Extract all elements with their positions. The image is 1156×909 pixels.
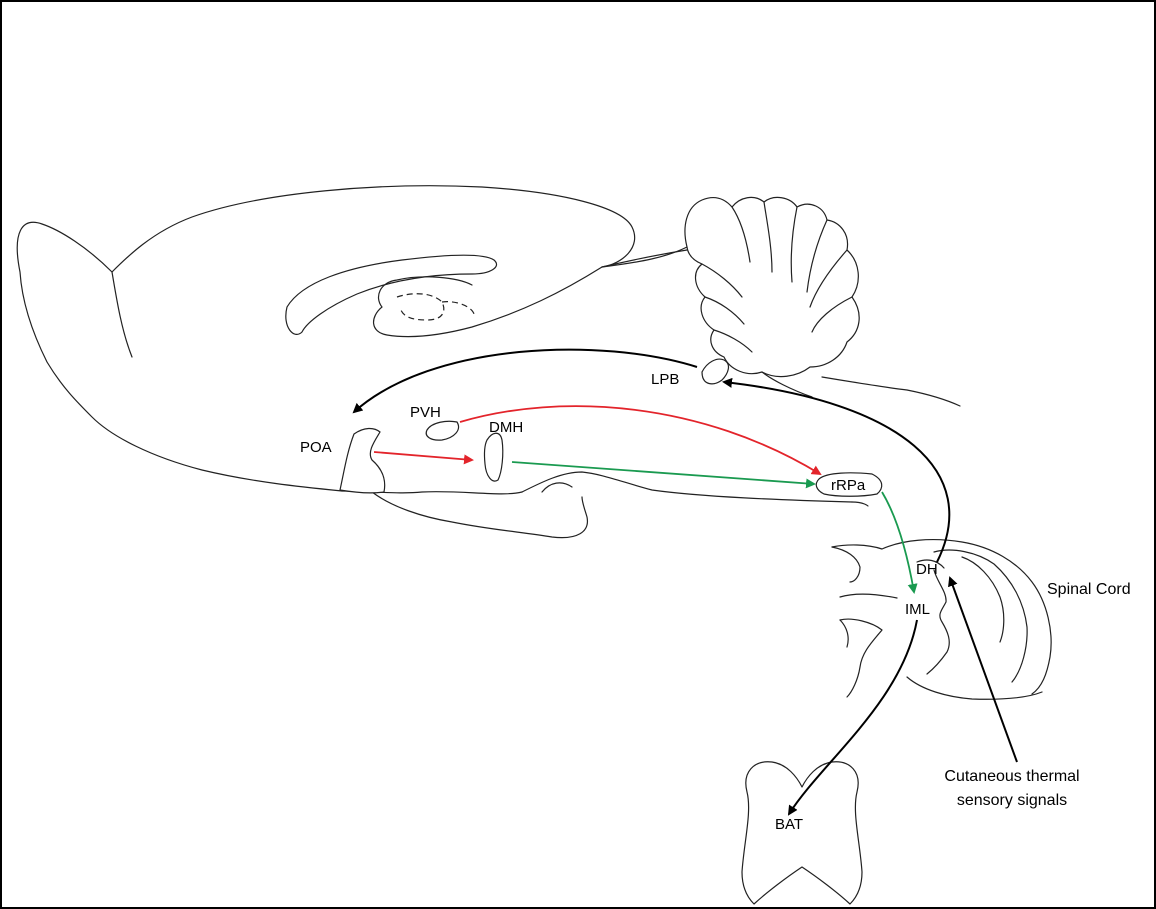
labels: LPB PVH DMH POA rRPa DH IML BAT Spinal C… <box>300 371 1131 833</box>
pathways <box>354 350 1017 814</box>
label-sensory-line1: Cutaneous thermal <box>944 768 1079 785</box>
pvh-nucleus <box>426 421 458 440</box>
arrow-lpb-to-poa <box>354 350 697 412</box>
label-rrpa: rRPa <box>831 477 866 494</box>
arrow-poa-to-dmh <box>374 452 472 460</box>
arrow-sensory-to-dh <box>950 578 1017 762</box>
label-dh: DH <box>916 561 938 578</box>
arrow-pvh-to-rrpa <box>460 406 820 474</box>
label-pvh: PVH <box>410 404 441 421</box>
label-iml: IML <box>905 601 930 618</box>
label-dmh: DMH <box>489 419 523 436</box>
arrow-iml-to-bat <box>789 620 917 814</box>
label-sensory-line2: sensory signals <box>957 792 1067 809</box>
label-bat: BAT <box>775 816 803 833</box>
arrow-dh-to-lpb <box>724 382 949 562</box>
label-lpb: LPB <box>651 371 679 388</box>
poa-nucleus <box>340 428 385 492</box>
arrow-dmh-to-rrpa <box>512 462 814 484</box>
lpb-nucleus <box>702 359 728 384</box>
arrow-rrpa-to-iml <box>882 492 914 592</box>
spinal-cord <box>832 540 1051 700</box>
dmh-nucleus <box>484 433 502 481</box>
nuclei <box>340 359 882 496</box>
label-poa: POA <box>300 439 332 456</box>
label-spinal-cord: Spinal Cord <box>1047 581 1131 598</box>
